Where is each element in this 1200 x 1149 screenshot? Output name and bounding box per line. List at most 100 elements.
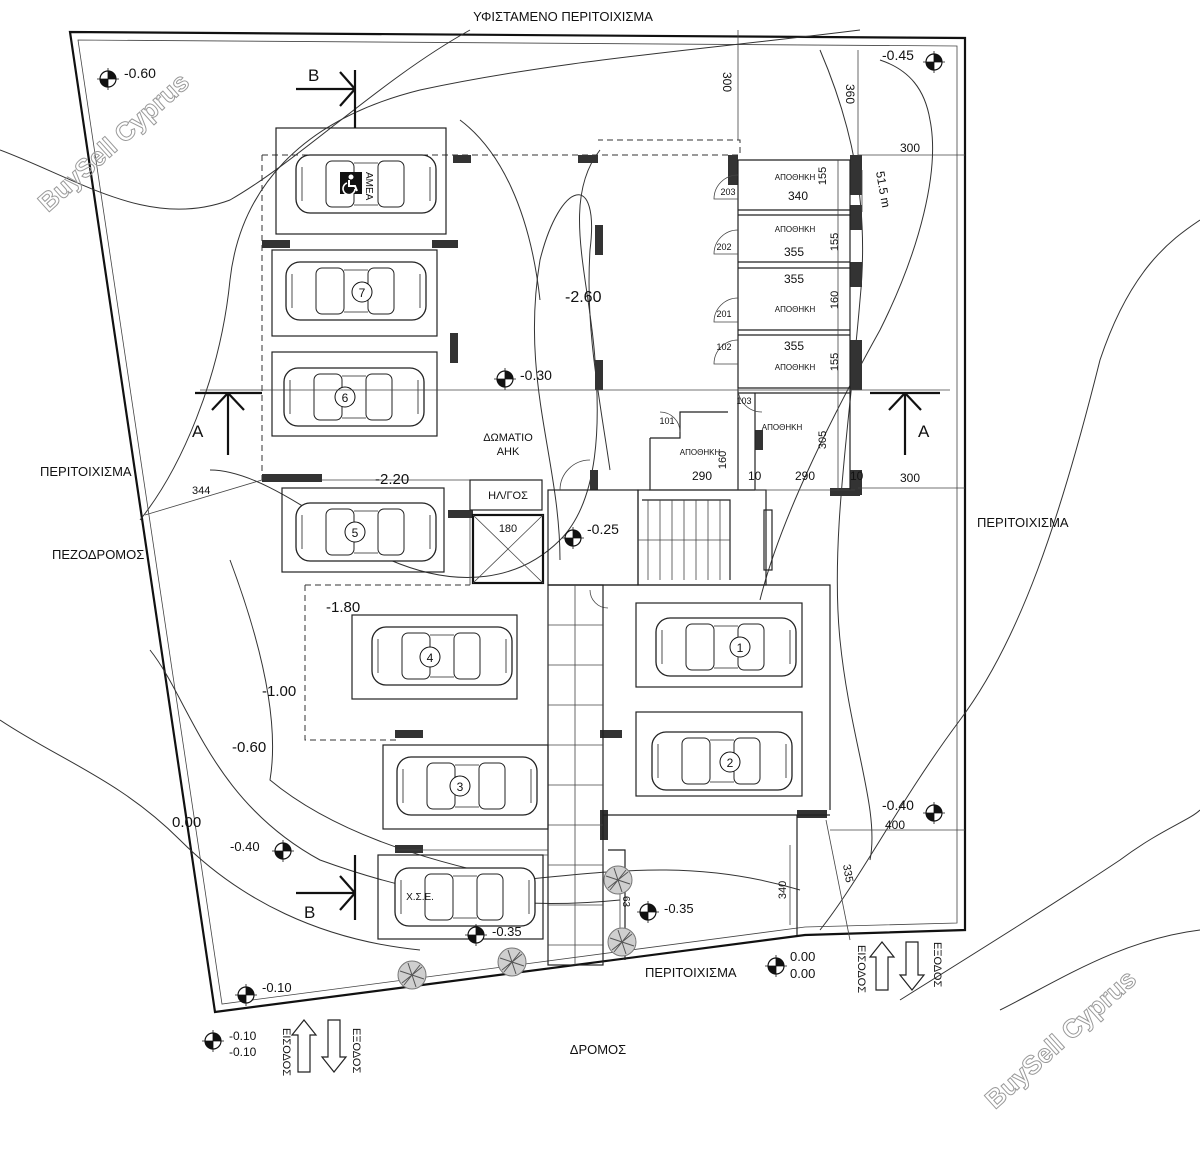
dimension-label: 155 xyxy=(829,233,841,251)
wheelchair-icon xyxy=(340,172,362,196)
room-number-103: 103 xyxy=(736,396,751,406)
wall-label-left: ΠΕΡΙΤΟΙΧΙΣΜΑ xyxy=(40,464,132,479)
xse-label: Χ.Σ.Ε. xyxy=(406,892,434,903)
level-marker-icon xyxy=(764,954,788,978)
level-label: 0.00 xyxy=(790,966,815,981)
parking-bays xyxy=(271,127,803,940)
stair-core xyxy=(469,459,831,810)
sidewalk-label: ΠΕΖΟΔΡΟΜΟΣ xyxy=(52,547,144,562)
level-marker-icon xyxy=(96,67,120,91)
dimension-label: 340 xyxy=(788,189,808,203)
level-marker-icon xyxy=(271,839,295,863)
level-label: -0.25 xyxy=(587,521,619,537)
dimension-label: 300 xyxy=(720,72,734,92)
car-1 xyxy=(655,617,797,677)
tree-icon xyxy=(497,947,527,977)
car-number-2: 2 xyxy=(727,756,734,770)
car-number-6: 6 xyxy=(342,391,349,405)
exit-arrow-right xyxy=(898,941,926,991)
car-number-4: 4 xyxy=(427,651,434,665)
dimension-label: 290 xyxy=(795,469,815,483)
level-label: -0.30 xyxy=(520,367,552,383)
level-label: -1.80 xyxy=(326,599,360,616)
level-label: -0.10 xyxy=(262,980,292,995)
dimension-label: 305 xyxy=(817,431,829,449)
lift-label: ΗΛ/ΓΟΣ xyxy=(488,490,528,502)
level-label: -0.10 xyxy=(229,1029,257,1043)
car-4 xyxy=(371,626,513,686)
storage-label: ΑΠΟΘΗΚΗ xyxy=(775,173,816,182)
level-label: 0.00 xyxy=(790,949,815,964)
wall-label-right: ΠΕΡΙΤΟΙΧΙΣΜΑ xyxy=(977,515,1069,530)
level-marker-icon xyxy=(636,900,660,924)
storage-label: ΑΠΟΘΗΚΗ xyxy=(775,363,816,372)
exit-arrow-left xyxy=(320,1019,348,1073)
dimension-label: 360 xyxy=(843,84,857,104)
watermark-text-bottom: BuySell Cyprus xyxy=(979,964,1142,1115)
watermark-text-top: BuySell Cyprus xyxy=(32,67,195,218)
entrance-label-left: ΕΙΣΟΔΟΣ xyxy=(280,1028,292,1076)
car-number-3: 3 xyxy=(457,780,464,794)
wall-label-bottom: ΠΕΡΙΤΟΙΧΙΣΜΑ xyxy=(645,965,737,980)
electrical-room-label-2: ΑΗΚ xyxy=(497,446,520,458)
dimension-label: 160 xyxy=(829,291,841,309)
storage-label: ΑΠΟΘΗΚΗ xyxy=(680,448,721,457)
section-b-bottom-label: B xyxy=(304,903,315,922)
dimension-label: 344 xyxy=(192,485,210,497)
entrance-label-right: ΕΙΣΟΔΟΣ xyxy=(855,945,867,993)
entry-exit-arrows xyxy=(290,941,926,1073)
tree-icon xyxy=(397,960,427,990)
walls xyxy=(262,155,862,853)
dimension-label: 290 xyxy=(692,469,712,483)
entrance-arrow-right xyxy=(868,941,896,991)
level-marker-icon xyxy=(234,983,258,1007)
level-marker-icon xyxy=(561,526,585,550)
level-label: -2.60 xyxy=(565,289,602,306)
tree-icon xyxy=(607,927,637,957)
dimension-label: 155 xyxy=(829,353,841,371)
electrical-room-label: ΔΩΜΑΤΙΟ xyxy=(483,432,533,444)
plan-labels: ΥΦΙΣΤΑΜΕΝΟ ΠΕΡΙΤΟΙΧΙΣΜΑ ΠΕΡΙΤΟΙΧΙΣΜΑ ΠΕΡ… xyxy=(40,9,1069,1076)
dimension-lines xyxy=(144,30,965,941)
section-b-top-label: B xyxy=(308,66,319,85)
level-label: -0.45 xyxy=(882,47,914,63)
level-label: -0.35 xyxy=(492,924,522,939)
lift-size-label: 180 xyxy=(499,523,517,535)
dimension-label: 355 xyxy=(784,272,804,286)
dimension-label: 10 xyxy=(850,469,864,483)
room-number-202: 202 xyxy=(716,242,731,252)
watermark: BuySell Cyprus BuySell Cyprus xyxy=(31,66,1142,1115)
dimension-label: 10 xyxy=(748,469,762,483)
contour-lines xyxy=(0,29,1200,1011)
site-boundary xyxy=(68,30,967,1014)
storage-label: ΑΠΟΘΗΚΗ xyxy=(775,225,816,234)
dimension-label: 300 xyxy=(900,471,920,485)
section-a-left-label: A xyxy=(192,422,204,441)
building-outline xyxy=(261,139,741,741)
dimension-label: 63 xyxy=(620,896,631,908)
section-a-right xyxy=(870,391,940,455)
tree-icon xyxy=(603,865,633,895)
dimension-label: 335 xyxy=(840,863,855,883)
level-marker-icon xyxy=(201,1029,225,1053)
storage-block xyxy=(649,159,851,491)
boundary-length-label: 51.5 m xyxy=(873,170,893,209)
level-marker-icon xyxy=(922,801,946,825)
dimension-label: 300 xyxy=(900,141,920,155)
dimension-label: 355 xyxy=(784,339,804,353)
exit-label-right: ΕΞΟΔΟΣ xyxy=(931,942,943,987)
level-label: -0.10 xyxy=(229,1045,257,1059)
dimension-labels: 300 360 300 340 155 355 155 355 160 355 … xyxy=(192,72,920,908)
dimension-label: 400 xyxy=(885,818,905,832)
level-label: -0.35 xyxy=(664,901,694,916)
level-label: -2.20 xyxy=(375,471,409,488)
section-a-right-label: A xyxy=(918,422,930,441)
level-label: -0.40 xyxy=(882,797,914,813)
storage-label: ΑΠΟΘΗΚΗ xyxy=(762,423,803,432)
section-markers xyxy=(195,70,950,920)
dimension-label: 340 xyxy=(777,881,789,899)
level-labels: -0.60 -0.45 -2.60 -0.30 -2.20 -0.25 -1.8… xyxy=(124,47,914,1059)
storage-label: ΑΠΟΘΗΚΗ xyxy=(775,305,816,314)
room-number-102: 102 xyxy=(716,342,731,352)
